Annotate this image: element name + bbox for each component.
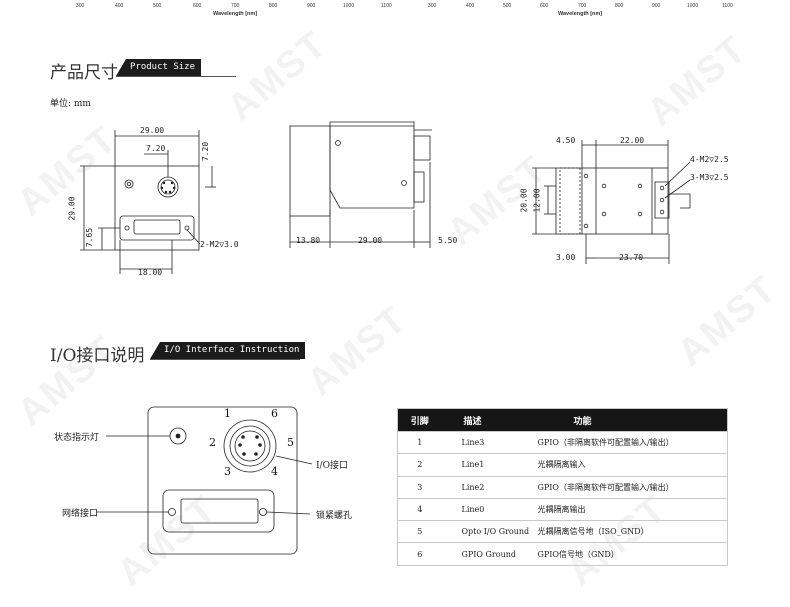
dim-front-connector-x: 7.20 [146, 144, 166, 153]
io-connector-outer [223, 419, 277, 473]
axis-label: Wavelength [nm] [558, 11, 603, 17]
axis-tick: 300 [76, 3, 85, 9]
io-section-underline [150, 359, 300, 360]
dim-front-usb-offset: 7.65 [85, 227, 95, 248]
axis-tick: 600 [540, 3, 549, 9]
cell-function: GPIO信号地（GND） [533, 542, 728, 566]
dim-bottom-height: 20.00 [519, 188, 529, 213]
table-header-row: 引脚 描述 功能 [397, 408, 728, 432]
pin-number: 5 [287, 436, 294, 449]
axis-tick: 600 [193, 3, 202, 9]
network-port [162, 489, 275, 533]
bottom-view-body [555, 167, 669, 235]
table-row: 3 Line2 GPIO（非隔离软件可配置输入/输出） [397, 475, 728, 499]
axis-tick: 700 [231, 3, 240, 9]
dim-front-screw-note: 2-M2▽3.0 [200, 240, 239, 249]
cell-function: 光耦隔离信号地（ISO_GND） [533, 520, 728, 543]
axis-label: Wavelength [nm] [213, 11, 258, 17]
network-port-label: 网络接口 [62, 509, 99, 519]
dim-front-usb-width: 18.00 [138, 268, 163, 277]
axis-tick: 800 [269, 3, 278, 9]
axis-tick: 500 [503, 3, 512, 9]
cell-description: Opto I/O Ground [441, 520, 534, 543]
cell-description: Line0 [441, 497, 534, 521]
side-rear-connector [413, 135, 431, 161]
axis-tick: 900 [307, 3, 316, 9]
io-port-label: I/O接口 [316, 461, 348, 471]
pin-number: 1 [224, 407, 231, 420]
unit-label: 单位: mm [50, 99, 91, 109]
dim-bottom-screw-b: 3-M3▽2.5 [690, 173, 729, 182]
cell-pin: 3 [397, 475, 442, 499]
cell-pin: 4 [397, 497, 442, 521]
io-section-tag: I/O Interface Instruction [150, 342, 306, 359]
pin-number: 3 [224, 465, 231, 478]
spectrum-axis-strip: 300 400 500 600 700 800 900 1000 1100 Wa… [0, 0, 790, 22]
cell-pin: 6 [397, 542, 442, 566]
dim-front-width: 29.00 [140, 126, 165, 135]
io-panel-body [147, 406, 298, 555]
io-section-title: I/O接口说明 [50, 346, 145, 366]
dim-side-lens: 13.80 [296, 236, 321, 245]
axis-tick: 1100 [381, 3, 392, 9]
cell-description: Line3 [441, 430, 534, 454]
cell-function: 光耦隔离输入 [533, 453, 728, 477]
axis-tick: 1100 [722, 3, 733, 9]
dim-bottom-span: 22.00 [620, 136, 645, 145]
table-row: 5 Opto I/O Ground 光耦隔离信号地（ISO_GND） [397, 520, 728, 543]
cell-function: GPIO（非隔离软件可配置输入/输出） [533, 430, 728, 454]
cell-pin: 5 [397, 520, 442, 543]
table-row: 4 Line0 光耦隔离输出 [397, 497, 728, 521]
axis-tick: 500 [153, 3, 162, 9]
table-row: 1 Line3 GPIO（非隔离软件可配置输入/输出） [397, 430, 728, 454]
status-led-label: 状态指示灯 [54, 433, 100, 443]
cell-function: GPIO（非隔离软件可配置输入/输出） [533, 475, 728, 499]
front-view-body [114, 165, 200, 251]
side-lens-mount [289, 125, 331, 217]
product-size-underline [116, 76, 236, 77]
cell-pin: 1 [397, 430, 442, 454]
pin-number: 4 [271, 465, 278, 478]
cell-pin: 2 [397, 453, 442, 477]
front-screw-hole [124, 179, 134, 189]
lock-screw-label: 锁紧螺孔 [316, 511, 353, 521]
axis-tick: 400 [115, 3, 124, 9]
cell-description: Line2 [441, 475, 534, 499]
dim-bottom-screw-a: 4-M2▽2.5 [690, 155, 729, 164]
pin-number: 2 [209, 436, 216, 449]
axis-tick: 900 [652, 3, 661, 9]
dim-side-body: 29.00 [358, 236, 383, 245]
dim-bottom-inner-height: 12.00 [532, 188, 542, 213]
axis-tick: 700 [578, 3, 587, 9]
header-function: 功能 [533, 408, 728, 432]
cell-description: Line1 [441, 453, 534, 477]
axis-tick: 400 [466, 3, 475, 9]
pin-number: 6 [271, 407, 278, 420]
product-size-title: 产品尺寸 [50, 63, 118, 83]
cell-function: 光耦隔离输出 [533, 497, 728, 521]
dim-front-connector-y: 7.20 [201, 141, 211, 162]
cell-description: GPIO Ground [441, 542, 534, 566]
axis-tick: 300 [428, 3, 437, 9]
dim-bottom-bottom-span: 23.70 [619, 253, 644, 262]
axis-tick: 1000 [343, 3, 355, 9]
product-size-tag: Product Size [116, 59, 202, 76]
table-row: 2 Line1 光耦隔离输入 [397, 453, 728, 477]
header-description: 描述 [441, 408, 534, 432]
dim-bottom-left: 4.50 [556, 136, 576, 145]
axis-tick: 800 [615, 3, 624, 9]
dim-bottom-bottom-left: 3.00 [556, 253, 576, 262]
dim-front-height: 29.00 [67, 196, 77, 221]
table-row: 6 GPIO Ground GPIO信号地（GND） [397, 542, 728, 566]
side-body [329, 121, 415, 209]
axis-tick: 1000 [687, 3, 699, 9]
io-pin-table: 引脚 描述 功能 1 Line3 GPIO（非隔离软件可配置输入/输出） 2 L… [397, 408, 728, 566]
header-pin: 引脚 [397, 408, 442, 432]
dim-side-rear: 5.50 [438, 236, 458, 245]
